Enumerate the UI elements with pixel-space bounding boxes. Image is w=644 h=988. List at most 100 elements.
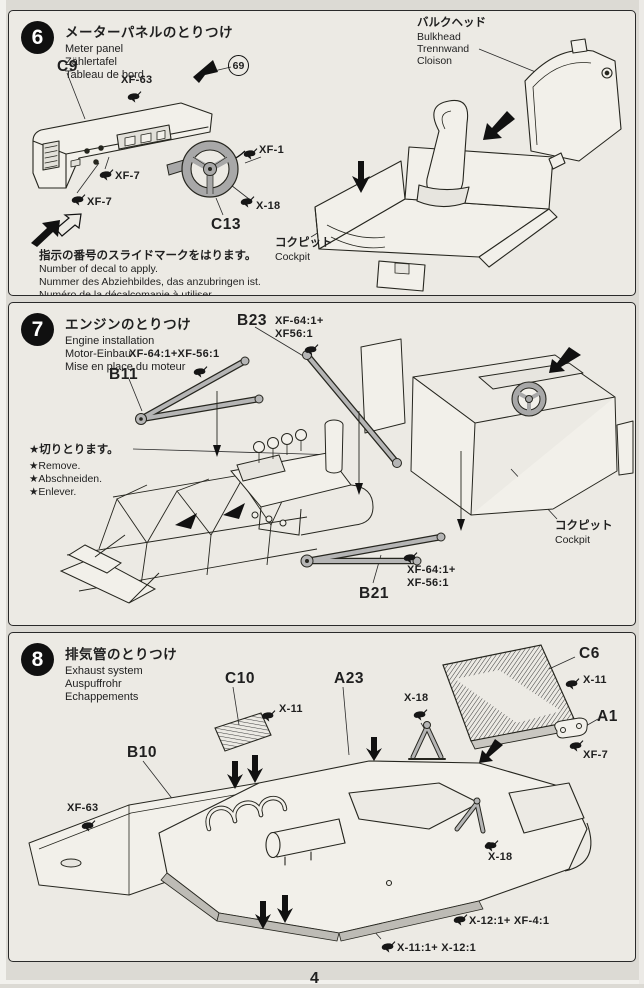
cockpit-tub — [360, 338, 634, 516]
step-7-header: 7 エンジンのとりつけ Engine installation Motor-Ei… — [21, 313, 191, 375]
callout: Cloison — [417, 55, 453, 67]
step-title-en: Engine installation — [65, 335, 155, 347]
part-code: C6 — [579, 645, 600, 662]
step-title-en: Exhaust system — [65, 665, 143, 677]
assembly-arrows — [175, 347, 581, 531]
note-line: ★Remove. — [29, 460, 81, 472]
paint-icon — [304, 343, 319, 357]
step-title-fr: Tableau de bord — [65, 69, 144, 82]
color-code: X-11 — [279, 703, 303, 715]
step-number-badge: 8 — [21, 643, 54, 676]
decal-note-de: Nummer des Abziehbildes, das anzubringen… — [39, 275, 261, 288]
step-title-jp: 排気管のとりつけ — [65, 647, 178, 662]
color-code: XF-64:1+XF-56:1 — [129, 348, 220, 360]
color-code: XF-7 — [87, 196, 113, 208]
paint-icon — [127, 90, 142, 104]
paint-icon — [565, 677, 580, 691]
part-code: A1 — [597, 708, 618, 725]
page-number: 4 — [310, 970, 319, 987]
a1-bracket-part — [554, 717, 588, 739]
lower-bracket-part — [454, 797, 486, 834]
decal-pointer-arrow-icon — [193, 60, 218, 83]
callout-jp: コクピット — [555, 520, 613, 532]
note-jp: ★切りとります。 — [29, 444, 119, 456]
color-code: XF-64:1+ — [275, 315, 324, 327]
decal-note-jp: 指示の番号のスライドマークをはります。 — [39, 250, 257, 262]
callout-jp: コクピット — [275, 237, 333, 249]
paint-icon — [569, 739, 584, 753]
step-7-illustration — [59, 326, 634, 604]
floor-pan-part — [158, 760, 592, 942]
paint-icon — [261, 709, 276, 723]
part-code: C10 — [225, 670, 255, 687]
decal-note: 指示の番号のスライドマークをはります。 Number of decal to a… — [39, 249, 261, 295]
assembly-arrows — [352, 111, 515, 193]
color-code: X-18 — [404, 692, 429, 704]
color-code: X-11 — [583, 674, 607, 686]
paint-icon — [453, 913, 468, 927]
exhaust-part — [205, 795, 346, 866]
part-code: A23 — [334, 670, 364, 687]
step-8-illustration — [28, 644, 599, 942]
color-code: XF-63 — [67, 802, 99, 814]
part-code: B21 — [359, 585, 389, 602]
step-6-header: 6 メーターパネルのとりつけ Meter panel Zählertafel T… — [21, 21, 233, 83]
step-title-de: Zählertafel — [65, 56, 117, 69]
step-number-badge: 6 — [21, 21, 54, 54]
paint-icon — [81, 819, 96, 833]
part-code: B23 — [237, 312, 267, 329]
paint-icon — [243, 147, 258, 161]
engine-part — [230, 419, 374, 536]
grille-part — [214, 712, 272, 752]
decal-note-arrow-icon — [29, 213, 87, 252]
step-number-badge: 7 — [21, 313, 54, 346]
callout: Bulkhead — [417, 31, 461, 43]
part-code: B10 — [127, 744, 157, 761]
paint-icon — [413, 708, 428, 722]
suspension-struts — [135, 350, 446, 568]
color-code: XF-1 — [259, 144, 285, 156]
paint-icon — [99, 168, 114, 182]
front-wing — [59, 534, 160, 604]
step-8-header: 8 排気管のとりつけ Exhaust system Auspuffrohr Ec… — [21, 643, 177, 705]
color-code: XF-7 — [583, 749, 609, 761]
part-code: B11 — [109, 366, 139, 383]
step-title-jp: エンジンのとりつけ — [65, 317, 192, 332]
color-code: X-18 — [256, 200, 281, 212]
decal-note-en: Number of decal to apply. — [39, 263, 158, 276]
step-title-en: Meter panel — [65, 43, 124, 55]
decal-number-badge: 69 — [228, 55, 249, 76]
color-code: X-12:1+ XF-4:1 — [469, 915, 550, 927]
color-code: X-18 — [488, 851, 513, 863]
paint-icon — [403, 551, 418, 565]
callout: Trennwand — [417, 43, 470, 55]
paint-icon — [71, 193, 86, 207]
step-title-fr: Mise en place du moteur — [65, 361, 186, 374]
color-code: XF56:1 — [275, 328, 313, 340]
meter-panel-part — [32, 102, 213, 189]
step-title-fr: Echappements — [65, 691, 139, 704]
part-code: C13 — [211, 216, 241, 233]
step-title-de: Motor-Einbau — [65, 348, 132, 361]
step-title-jp: メーターパネルのとりつけ — [65, 25, 233, 40]
paint-icon — [381, 940, 396, 954]
callout-jp: バルクヘッド — [417, 17, 486, 29]
steering-wheel-part — [166, 140, 239, 198]
assembly-arrows — [227, 737, 503, 929]
step-title-de: Auspuffrohr — [65, 678, 122, 691]
color-code: XF-7 — [115, 170, 141, 182]
bulkhead-part — [524, 38, 622, 170]
color-code: XF-56:1 — [407, 577, 449, 589]
step-6-illustration — [32, 38, 622, 292]
paint-icon — [484, 839, 499, 853]
color-code: XF-63 — [121, 74, 153, 86]
color-code: XF-64:1+ — [407, 564, 456, 576]
callout: Cockpit — [555, 534, 591, 546]
